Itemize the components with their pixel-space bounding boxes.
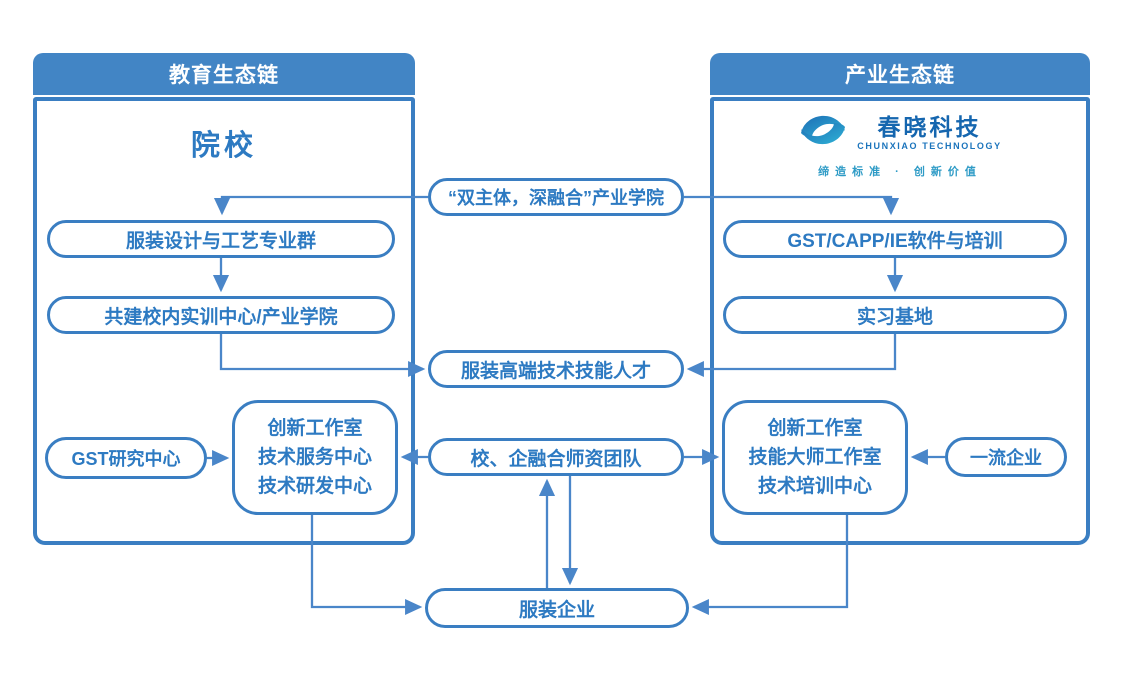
node-enterprise-centers: 创新工作室 技能大师工作室 技术培训中心 [722, 400, 908, 515]
node-first-class-enterprise: 一流企业 [945, 437, 1067, 477]
node-training-center: 共建校内实训中心/产业学院 [47, 296, 395, 334]
chunxiao-logo-icon [798, 110, 848, 155]
node-internship-base: 实习基地 [723, 296, 1067, 334]
enterprise-centers-line: 技能大师工作室 [748, 447, 882, 468]
logo-slogan: 缔造标准 · 创新价值 [818, 166, 982, 178]
node-industry-college: “双主体，深融合”产业学院 [428, 178, 684, 216]
node-school-centers: 创新工作室 技术服务中心 技术研发中心 [232, 400, 398, 515]
logo-brand-cn: 春晓科技 [877, 113, 982, 140]
enterprise-centers-line: 创新工作室 [767, 418, 863, 439]
node-gst-research-center: GST研究中心 [45, 437, 207, 479]
right-panel-body [710, 97, 1090, 545]
school-centers-line: 技术研发中心 [257, 476, 372, 497]
left-panel-title: 院校 [190, 130, 257, 162]
left-panel-header: 教育生态链 [33, 53, 415, 95]
node-software-training: GST/CAPP/IE软件与培训 [723, 220, 1067, 258]
enterprise-centers-line: 技术培训中心 [757, 476, 872, 497]
node-specialty-group: 服装设计与工艺专业群 [47, 220, 395, 258]
chunxiao-logo: 春晓科技 CHUNXIAO TECHNOLOGY 缔造标准 · 创新价值 [710, 110, 1090, 179]
right-panel-header: 产业生态链 [710, 53, 1090, 95]
logo-brand-en: CHUNXIAO TECHNOLOGY [857, 140, 1002, 151]
school-centers-line: 技术服务中心 [257, 447, 372, 468]
node-apparel-enterprise: 服装企业 [425, 588, 689, 628]
node-faculty-team: 校、企融合师资团队 [428, 438, 684, 476]
left-panel-body [33, 97, 415, 545]
school-centers-line: 创新工作室 [267, 418, 363, 439]
node-talent: 服装高端技术技能人才 [428, 350, 684, 388]
